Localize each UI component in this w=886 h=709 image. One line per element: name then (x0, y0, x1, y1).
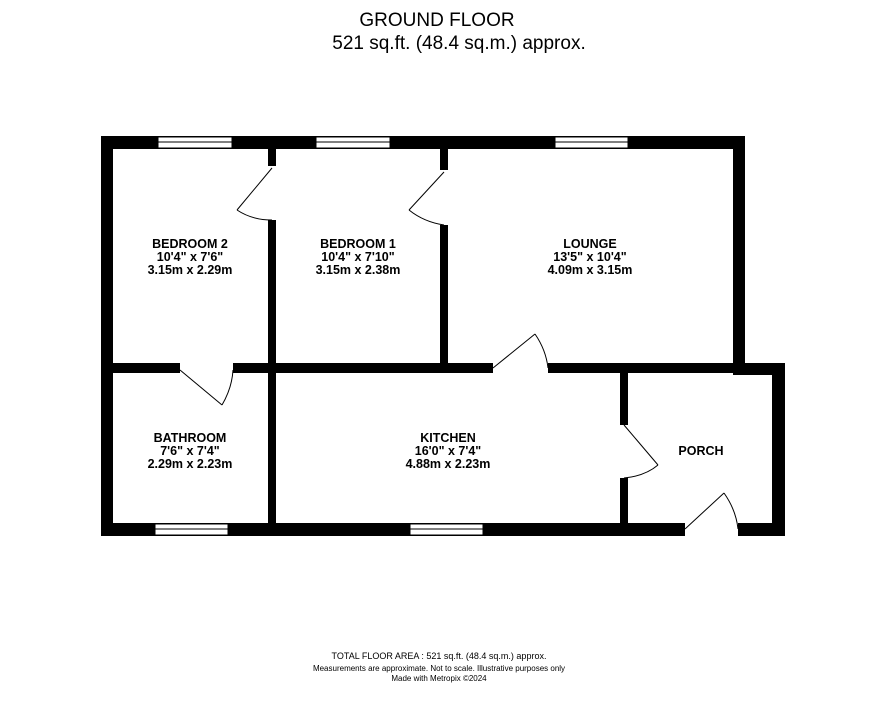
room-bedroom-2: BEDROOM 2 10'4" x 7'6" 3.15m x 2.29m (148, 237, 233, 277)
room-size-imperial: 13'5" x 10'4" (553, 250, 626, 264)
room-name: LOUNGE (563, 237, 616, 251)
room-size-imperial: 10'4" x 7'6" (157, 250, 224, 264)
room-size-metric: 3.15m x 2.29m (148, 263, 233, 277)
room-name: BEDROOM 2 (152, 237, 228, 251)
credit: Made with Metropix ©2024 (391, 674, 487, 683)
room-size-imperial: 10'4" x 7'10" (321, 250, 394, 264)
room-name: BATHROOM (154, 431, 227, 445)
walls (101, 136, 785, 536)
total-floor-area: TOTAL FLOOR AREA : 521 sq.ft. (48.4 sq.m… (331, 651, 547, 661)
room-size-metric: 4.09m x 3.15m (548, 263, 633, 277)
doors (179, 167, 739, 530)
room-size-metric: 2.29m x 2.23m (148, 457, 233, 471)
room-size-imperial: 7'6" x 7'4" (160, 444, 220, 458)
room-bedroom-1: BEDROOM 1 10'4" x 7'10" 3.15m x 2.38m (316, 237, 401, 277)
room-kitchen: KITCHEN 16'0" x 7'4" 4.88m x 2.23m (406, 431, 491, 471)
floor-title: GROUND FLOOR (359, 10, 515, 31)
room-porch: PORCH (678, 444, 723, 458)
room-bathroom: BATHROOM 7'6" x 7'4" 2.29m x 2.23m (148, 431, 233, 471)
room-size-imperial: 16'0" x 7'4" (415, 444, 482, 458)
room-lounge: LOUNGE 13'5" x 10'4" 4.09m x 3.15m (548, 237, 633, 277)
room-name: BEDROOM 1 (320, 237, 396, 251)
room-size-metric: 3.15m x 2.38m (316, 263, 401, 277)
disclaimer: Measurements are approximate. Not to sca… (312, 664, 566, 673)
floor-area: 521 sq.ft. (48.4 sq.m.) approx. (332, 33, 586, 54)
room-name: PORCH (678, 444, 723, 458)
windows (154, 136, 629, 536)
room-name: KITCHEN (420, 431, 476, 445)
room-size-metric: 4.88m x 2.23m (406, 457, 491, 471)
